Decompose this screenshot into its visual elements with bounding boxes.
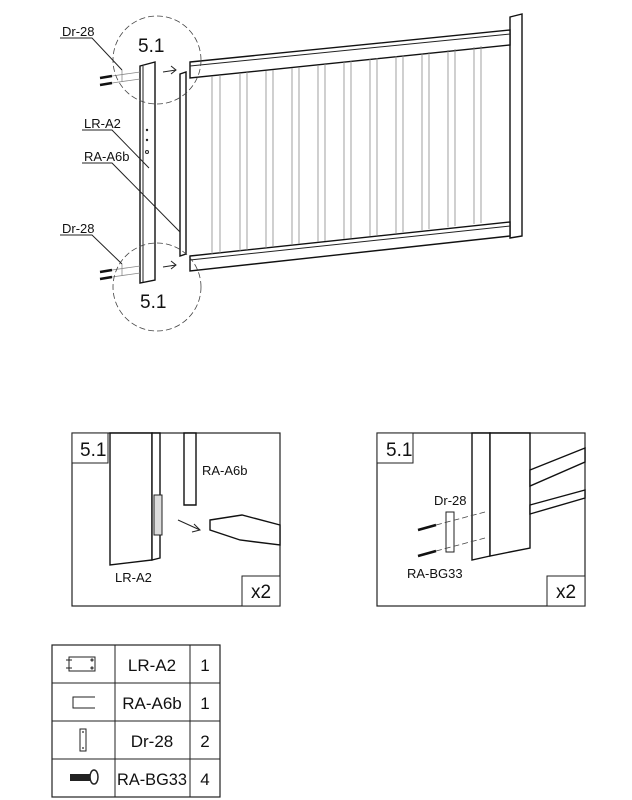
screw-icon	[70, 769, 99, 785]
label-screw: RA-BG33	[407, 566, 463, 581]
screw-icon	[99, 74, 113, 281]
part-qty: 4	[200, 770, 209, 789]
detail-panel-right: 5.1 Dr-28 RA-BG33 x2	[376, 432, 586, 607]
post-lr-a2	[139, 61, 156, 284]
step-label: 5.1	[386, 440, 412, 461]
label-post: LR-A2	[84, 116, 121, 131]
parts-table: LR-A2 1 RA-A6b 1 Dr-28 2 RA-BG33 4	[51, 644, 221, 798]
label-post: LR-A2	[115, 570, 152, 585]
label-screw-bottom: Dr-28	[62, 221, 95, 236]
channel-icon	[72, 696, 95, 709]
quantity-label: x2	[556, 582, 576, 603]
part-qty: 2	[200, 732, 209, 751]
plate-icon	[79, 728, 87, 752]
detail-panel-left: 5.1 RA-A6b LR-A2 x2	[71, 432, 281, 607]
part-name: RA-A6b	[122, 694, 182, 713]
callout-label-top: 5.1	[138, 36, 164, 57]
label-channel: RA-A6b	[202, 463, 248, 478]
arrow-icon	[162, 65, 177, 270]
part-name: RA-BG33	[117, 770, 187, 789]
callout-circle-top	[112, 15, 202, 105]
quantity-label: x2	[251, 582, 271, 603]
part-qty: 1	[200, 656, 209, 675]
part-name: LR-A2	[128, 656, 176, 675]
step-label: 5.1	[80, 440, 106, 461]
callout-label-bottom: 5.1	[140, 292, 166, 313]
label-plate: Dr-28	[434, 493, 467, 508]
channel-ra-a6b	[179, 71, 187, 257]
part-qty: 1	[200, 694, 209, 713]
label-screw-top: Dr-28	[62, 24, 95, 39]
fence-panel	[189, 13, 523, 272]
post-cap-icon	[66, 656, 96, 672]
part-name: Dr-28	[131, 732, 174, 751]
label-channel: RA-A6b	[84, 149, 130, 164]
callout-circle-bottom	[112, 242, 202, 332]
